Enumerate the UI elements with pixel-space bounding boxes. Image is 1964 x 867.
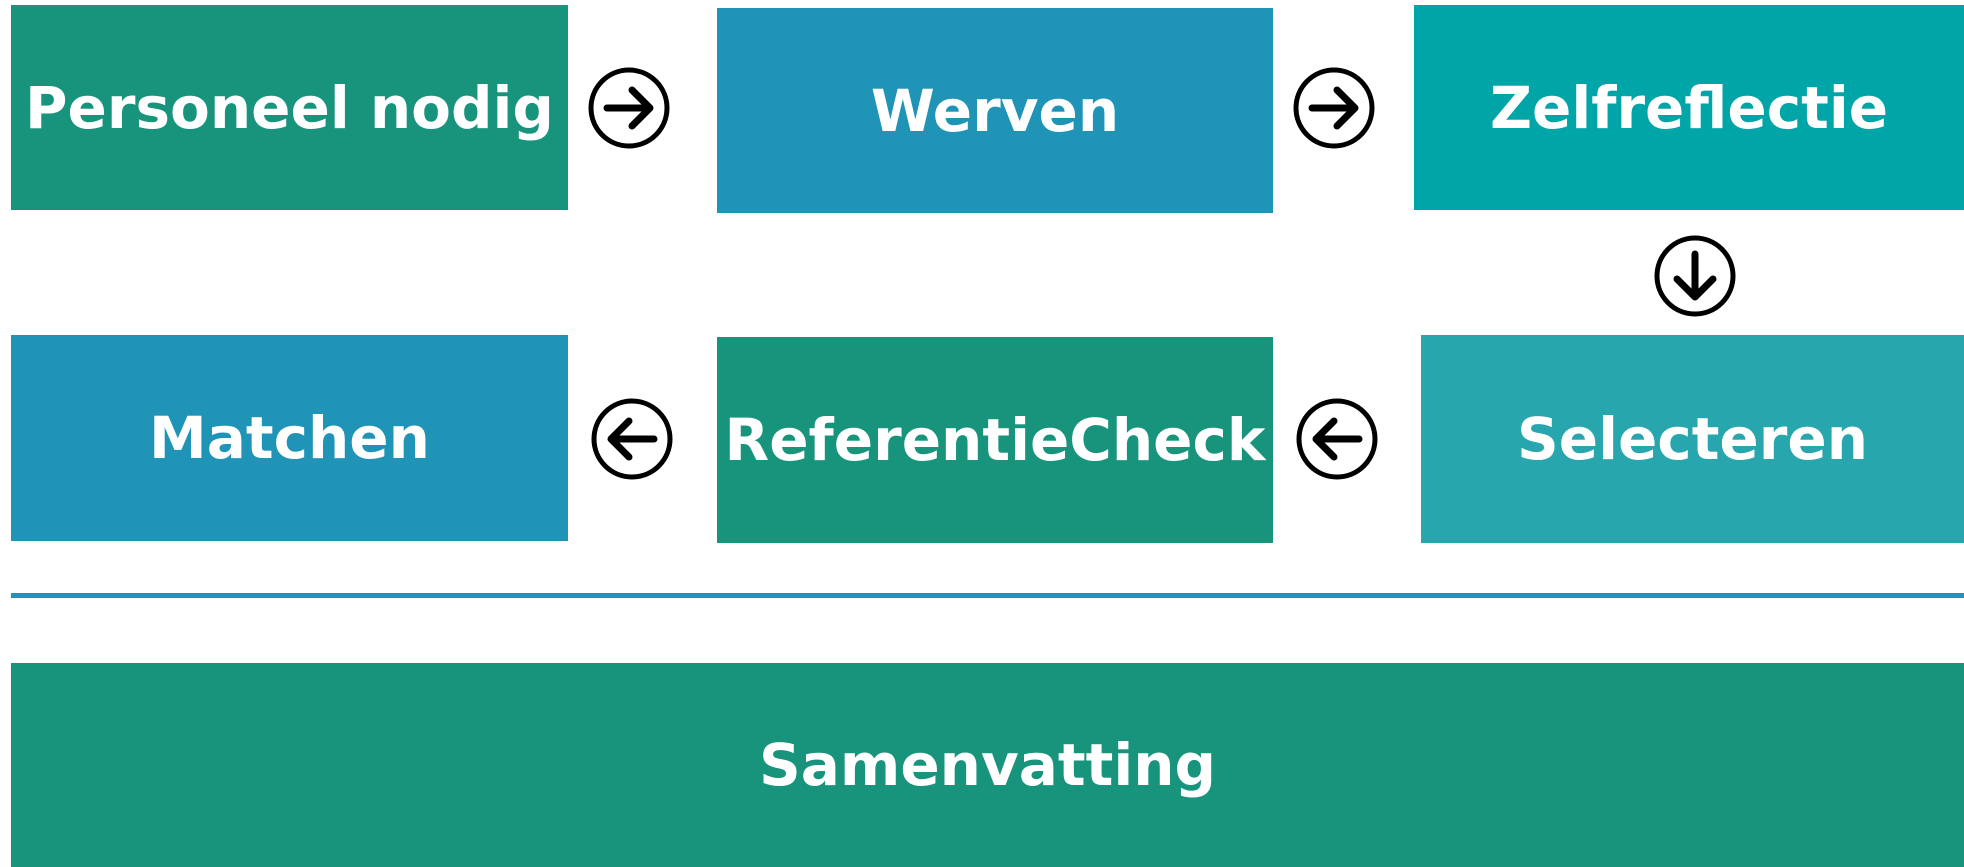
step-label: Werven [870, 76, 1120, 145]
step-referentiecheck: ReferentieCheck [717, 337, 1273, 543]
step-label: Zelfreflectie [1489, 73, 1889, 142]
step-zelfreflectie: Zelfreflectie [1414, 5, 1964, 210]
step-matchen: Matchen [11, 335, 568, 541]
step-label: Personeel nodig [25, 73, 554, 142]
arrow-right-icon [587, 66, 671, 150]
summary-label: Samenvatting [758, 731, 1217, 799]
step-personeel-nodig: Personeel nodig [11, 5, 568, 210]
step-selecteren: Selecteren [1421, 335, 1964, 543]
step-label: ReferentieCheck [724, 406, 1266, 474]
divider-line [11, 593, 1964, 598]
step-label: Selecteren [1516, 405, 1868, 473]
step-werven: Werven [717, 8, 1273, 213]
summary-box: Samenvatting [11, 663, 1964, 867]
arrow-left-icon [1295, 397, 1379, 481]
arrow-down-icon [1653, 234, 1737, 318]
step-label: Matchen [149, 404, 430, 472]
arrow-right-icon [1292, 66, 1376, 150]
arrow-left-icon [590, 397, 674, 481]
